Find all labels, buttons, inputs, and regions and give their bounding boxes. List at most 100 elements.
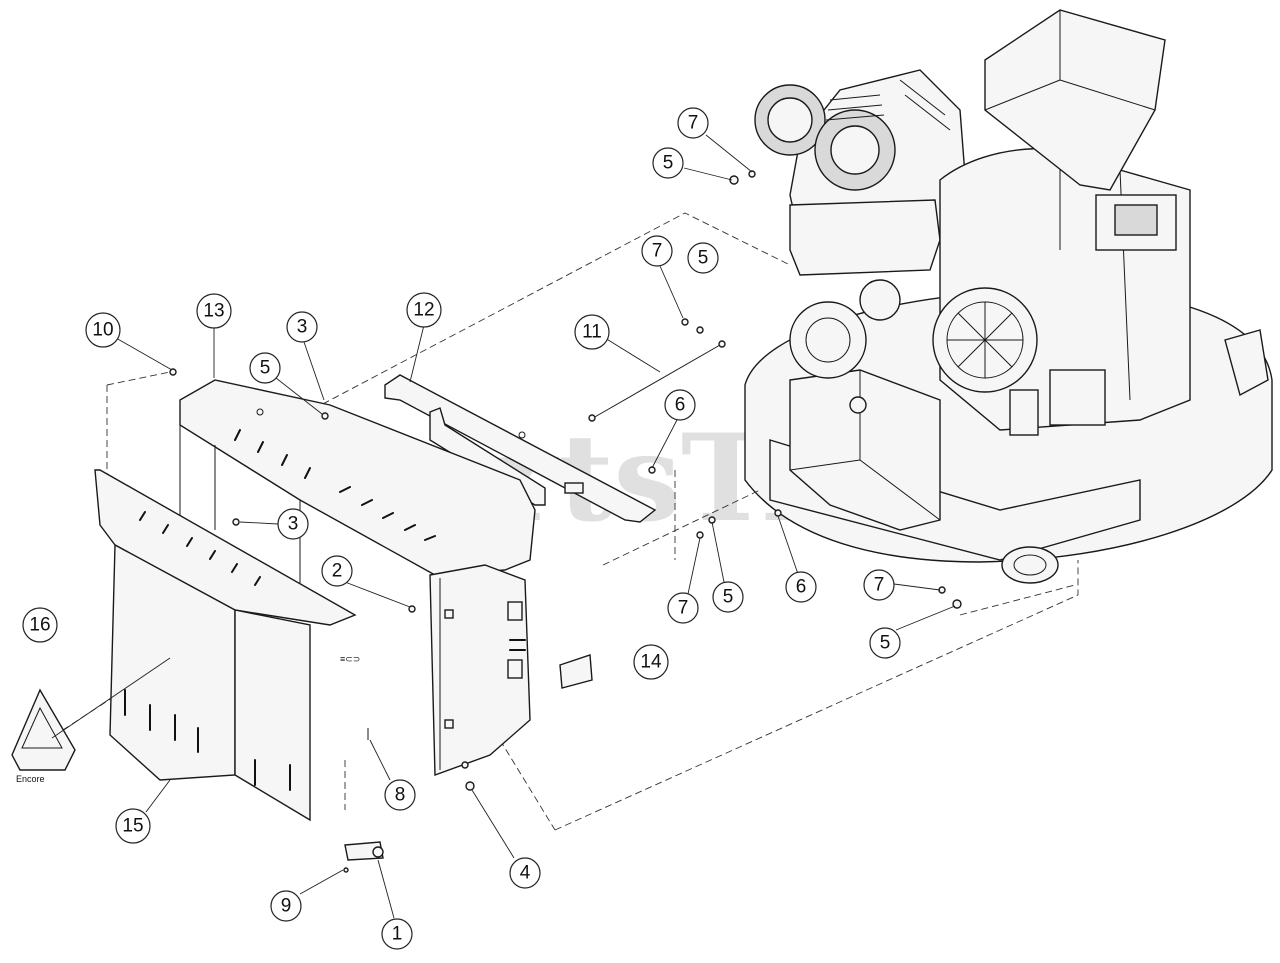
side-panel-tab-2 bbox=[507, 659, 523, 679]
decal-triangle bbox=[11, 688, 76, 771]
leader-16 bbox=[51, 657, 171, 739]
svg-text:6: 6 bbox=[675, 395, 686, 416]
outline-10 bbox=[106, 371, 171, 386]
callout-9: 9 bbox=[270, 890, 302, 922]
callout-6a: 6 bbox=[664, 389, 696, 421]
deck-rim bbox=[744, 469, 1273, 563]
svg-text:7: 7 bbox=[874, 575, 885, 596]
leader-5b bbox=[683, 167, 733, 181]
nut-10 bbox=[169, 368, 177, 376]
leader-5a bbox=[275, 377, 323, 415]
callout-7d: 7 bbox=[863, 569, 895, 601]
mount-bar-body bbox=[384, 374, 657, 523]
right-bracket bbox=[1224, 329, 1269, 397]
svg-text:11: 11 bbox=[582, 322, 602, 343]
latch-body bbox=[344, 841, 384, 861]
callout-7c: 7 bbox=[667, 592, 699, 624]
svg-text:1: 1 bbox=[392, 924, 403, 945]
svg-text:5: 5 bbox=[260, 358, 271, 379]
rod-end-2 bbox=[718, 340, 726, 348]
filter bbox=[1009, 389, 1039, 436]
callout-15: 15 bbox=[115, 808, 151, 844]
warning-decal: Encore bbox=[11, 688, 76, 784]
leader-12 bbox=[409, 324, 425, 383]
side-panel-body bbox=[429, 564, 531, 776]
decal-text: Encore bbox=[16, 774, 45, 784]
callout-5b: 5 bbox=[652, 147, 684, 179]
svg-text:5: 5 bbox=[880, 633, 891, 654]
outline-upper bbox=[244, 212, 791, 446]
nut-2 bbox=[408, 605, 416, 613]
callout-5e: 5 bbox=[869, 627, 901, 659]
washer-5c bbox=[696, 326, 704, 334]
valve-block bbox=[1049, 369, 1106, 426]
engine-mount bbox=[789, 199, 941, 276]
small-pulley bbox=[789, 301, 867, 379]
leader-8 bbox=[369, 739, 391, 781]
small-pulley-rim bbox=[805, 317, 851, 363]
svg-text:3: 3 bbox=[288, 514, 299, 535]
nut-3b bbox=[232, 518, 240, 526]
latch-knob bbox=[372, 846, 384, 858]
svg-text:5: 5 bbox=[698, 248, 709, 269]
top-shield-body bbox=[179, 379, 536, 576]
bolt-6a bbox=[648, 466, 656, 474]
bracket-plate bbox=[559, 654, 593, 689]
leader-5d bbox=[711, 521, 725, 583]
front-shield-side bbox=[234, 609, 311, 822]
callout-6b: 6 bbox=[785, 571, 817, 603]
front-shield-logo-mark: ≡⊂⊃ bbox=[340, 654, 360, 664]
blower-outlet-inner bbox=[1114, 204, 1158, 236]
side-panel-hole-2 bbox=[444, 719, 454, 729]
front-shield-top bbox=[94, 469, 357, 626]
top-shield bbox=[179, 379, 536, 590]
leader-4 bbox=[471, 789, 515, 859]
svg-text:7: 7 bbox=[678, 598, 689, 619]
side-panel-tab-1 bbox=[507, 601, 523, 621]
top-shield-slot bbox=[234, 429, 436, 541]
side-panel-slot bbox=[509, 639, 526, 651]
svg-text:5: 5 bbox=[663, 153, 674, 174]
machine-assembly bbox=[744, 9, 1273, 584]
svg-text:13: 13 bbox=[203, 301, 224, 322]
assembly-outline bbox=[39, 212, 1079, 831]
mount-bar-hole-1 bbox=[518, 431, 526, 439]
leader-2 bbox=[344, 581, 411, 608]
side-panel bbox=[429, 564, 531, 776]
rod-end-1 bbox=[588, 414, 596, 422]
nut-5a bbox=[321, 412, 329, 420]
callout-10: 10 bbox=[85, 312, 121, 348]
svg-text:3: 3 bbox=[297, 317, 308, 338]
leader-10 bbox=[115, 337, 173, 371]
svg-text:14: 14 bbox=[640, 652, 662, 673]
tank-box bbox=[789, 369, 941, 531]
callout-5c: 5 bbox=[687, 242, 719, 274]
callout-7b: 7 bbox=[641, 235, 673, 267]
latch-hardware bbox=[169, 170, 962, 873]
washer-4 bbox=[465, 781, 475, 791]
rod-body bbox=[592, 344, 721, 419]
callout-16: 16 bbox=[22, 607, 58, 643]
leader-7c bbox=[687, 537, 701, 595]
washer-5b bbox=[729, 175, 739, 185]
svg-text:10: 10 bbox=[92, 320, 113, 341]
blower-chute bbox=[984, 9, 1166, 191]
outline-mid-11 bbox=[602, 489, 761, 566]
caster-wheel bbox=[1001, 546, 1059, 584]
leader-1 bbox=[377, 859, 395, 919]
rod bbox=[588, 340, 726, 422]
callout-3b: 3 bbox=[277, 508, 309, 540]
svg-text:4: 4 bbox=[520, 863, 531, 884]
leader-9 bbox=[299, 869, 344, 895]
outline-shield-lower bbox=[499, 739, 556, 831]
svg-text:8: 8 bbox=[395, 785, 406, 806]
front-shield-side-slots bbox=[254, 759, 291, 791]
callout-13: 13 bbox=[196, 293, 232, 329]
large-pulley-spokes bbox=[947, 302, 1023, 378]
outline-deck-lower bbox=[554, 560, 1079, 831]
callout-12: 12 bbox=[406, 292, 442, 328]
leader-lines bbox=[51, 134, 956, 919]
svg-text:12: 12 bbox=[413, 300, 434, 321]
front-shield: ≡⊂⊃ bbox=[94, 469, 360, 822]
callout-5a: 5 bbox=[249, 352, 281, 384]
